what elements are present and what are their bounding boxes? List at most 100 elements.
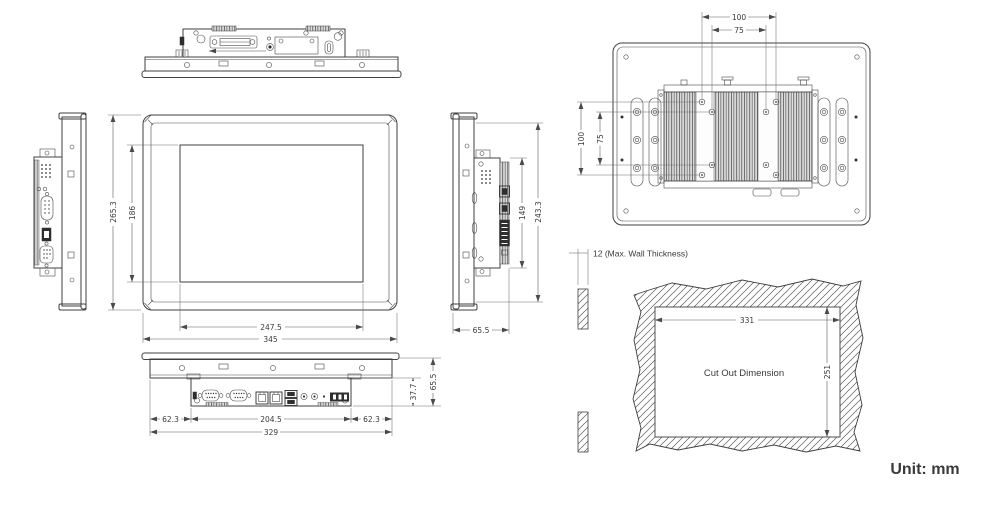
wall-section-bottom — [577, 411, 589, 453]
front-glass-edge — [80, 113, 87, 310]
cutout-view: 12 (Max. Wall Thickness) 331 251 Cut Out… — [569, 249, 864, 453]
usb-port — [284, 390, 298, 398]
svg-text:149: 149 — [518, 206, 527, 221]
side-connector — [179, 36, 185, 46]
right-side-view: 149 243.3 65.5 — [450, 112, 543, 335]
svg-text:186: 186 — [128, 206, 137, 221]
speaker-grille — [481, 170, 491, 184]
chassis-inner — [616, 46, 867, 222]
bottom-view: 62.3 204.5 62.3 329 37.7 65.5 — [141, 352, 441, 437]
vent-slot — [314, 60, 325, 67]
dim-outer-height: 265.3 — [108, 114, 141, 311]
mounting-ear-left — [175, 49, 189, 58]
dim-bottom-depths: 37.7 65.5 — [353, 357, 441, 407]
vesa-screws — [698, 98, 780, 179]
serial-port — [197, 389, 224, 402]
audio-jack — [36, 186, 42, 192]
svg-text:62.3: 62.3 — [162, 415, 179, 424]
bracket-top — [39, 148, 56, 158]
mounting-ear-left — [186, 373, 201, 380]
bezel-screws — [184, 62, 365, 68]
panel-body — [458, 116, 475, 307]
dim-module-height: 149 — [510, 157, 527, 269]
cutout-hole — [654, 306, 841, 438]
access-plate — [209, 35, 258, 49]
dim-vesa-width-inner: 75 — [711, 25, 767, 109]
vga-port — [39, 241, 54, 268]
svg-text:265.3: 265.3 — [109, 201, 118, 223]
corner-screws — [623, 54, 860, 214]
cutout-label: Cut Out Dimension — [704, 368, 784, 379]
dim-display-height: 186 — [127, 144, 178, 283]
corner-chamfers — [144, 114, 396, 311]
bezel-lip — [141, 70, 402, 78]
speaker-grille — [41, 164, 51, 178]
dim-cutout-width: 331 — [655, 315, 840, 325]
usb-port — [499, 185, 510, 198]
heatsink-edge — [33, 159, 40, 266]
unit-label: Unit: mm — [890, 461, 959, 478]
svg-text:100: 100 — [577, 132, 586, 147]
display-area — [179, 144, 364, 283]
wall-thickness-dim: 12 (Max. Wall Thickness) — [569, 249, 688, 285]
slot — [324, 40, 334, 55]
dim-outer-width: 345 — [142, 313, 398, 344]
bezel-outer — [142, 114, 398, 311]
bottom-connector — [752, 188, 772, 197]
svg-text:37.7: 37.7 — [409, 383, 418, 400]
dim-vesa-width-outer: 100 — [701, 12, 777, 99]
dip-terminal-block — [499, 219, 510, 247]
audio-jack — [300, 393, 308, 400]
dim-bottom-widths: 62.3 204.5 62.3 329 — [149, 380, 393, 437]
svg-text:75: 75 — [734, 26, 744, 35]
serial-port — [225, 389, 252, 402]
vent-slot — [218, 60, 229, 67]
dim-vesa-height-inner: 75 — [595, 111, 710, 166]
cover-plate — [274, 36, 319, 55]
svg-text:331: 331 — [740, 316, 755, 325]
slot-screws — [620, 108, 858, 172]
svg-text:251: 251 — [823, 365, 832, 380]
bezel-inner — [150, 122, 390, 303]
audio-jack — [42, 186, 48, 192]
dim-cutout-height: 251 — [822, 307, 832, 437]
dim-display-width: 247.5 — [179, 284, 364, 332]
svg-text:247.5: 247.5 — [260, 323, 282, 332]
power-terminal — [330, 392, 349, 402]
screws — [193, 30, 344, 45]
bottom-connector — [780, 188, 800, 197]
chassis-outer — [612, 42, 871, 226]
rear-view: 100 75 100 75 — [576, 12, 871, 226]
svg-text:75: 75 — [596, 134, 605, 144]
vent-slot — [314, 363, 325, 370]
rear-module — [190, 377, 352, 407]
svg-text:204.5: 204.5 — [260, 415, 282, 424]
svg-text:345: 345 — [263, 335, 278, 344]
mounting-ear-right — [347, 373, 362, 380]
mounting-ear-right — [356, 49, 370, 58]
dim-body-height: 243.3 — [476, 122, 543, 303]
serial-port — [40, 192, 54, 225]
round-opening — [333, 32, 343, 41]
svg-text:329: 329 — [264, 428, 279, 437]
audio-jack — [311, 393, 318, 400]
rear-module — [473, 157, 501, 269]
wall-section-top — [577, 288, 589, 330]
bracket-bottom — [475, 267, 491, 277]
front-glass-edge — [452, 113, 460, 310]
heatsink-edge — [499, 161, 510, 265]
vent-hole — [196, 34, 206, 44]
usb-port — [284, 398, 298, 406]
wall-thickness-note: 12 (Max. Wall Thickness) — [593, 249, 688, 259]
left-side-view — [33, 112, 87, 311]
ethernet-port — [269, 391, 283, 405]
heatsink-fins-top-right — [305, 25, 331, 32]
bracket-top — [475, 149, 491, 159]
usb-port — [499, 202, 510, 215]
vent-slot — [218, 363, 229, 370]
mounting-slot — [630, 97, 849, 187]
top-view — [141, 25, 402, 78]
knob — [266, 43, 274, 51]
svg-text:65.5: 65.5 — [473, 326, 490, 335]
